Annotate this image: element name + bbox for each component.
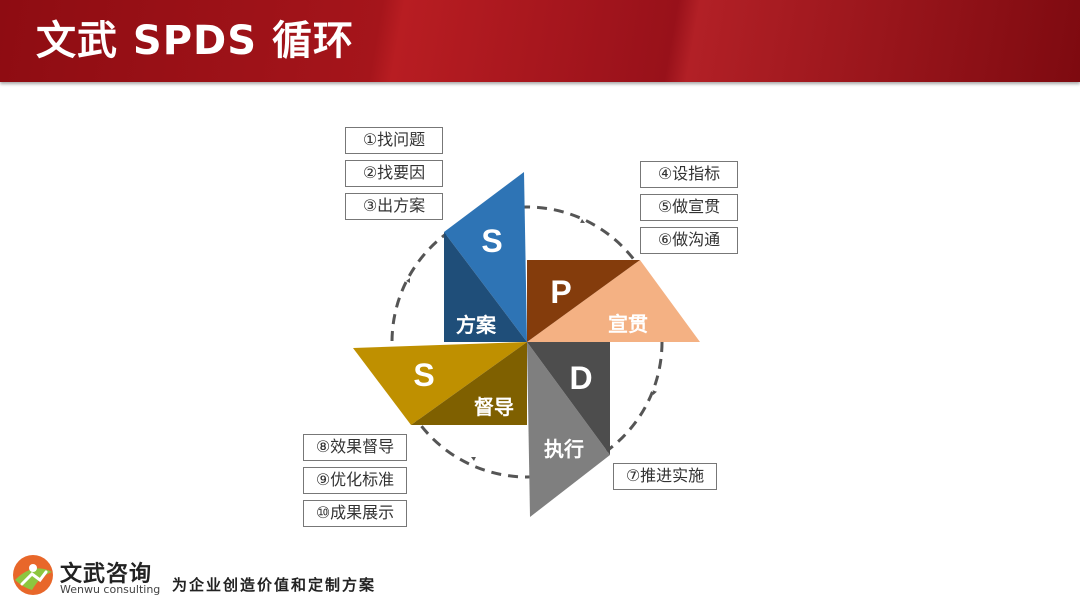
blade-s-plan-light [444,172,527,342]
step-box-make-plan: ③出方案 [345,193,443,220]
blade-p-promote-label: 宣贯 [608,312,648,336]
blade-s-supervise-light [353,342,527,425]
brand-subtitle: Wenwu consulting [60,583,161,596]
page-title: 文武 SPDS 循环 [36,18,354,64]
footer-slogan: 为企业创造价值和定制方案 [172,576,377,594]
blade-p-promote-light [527,260,700,342]
blade-s-supervise-dark [411,342,527,425]
blade-s-supervise-letter: S [413,357,434,393]
blade-s-plan-label: 方案 [456,313,497,337]
blade-s-plan-letter: S [481,223,502,259]
blade-p-promote-letter: P [550,274,571,310]
step-box-communicate: ⑥做沟通 [640,227,738,254]
header-bar: 文武 SPDS 循环 [0,0,1080,82]
blade-s-supervise-label: 督导 [474,395,514,419]
step-box-supervise-results: ⑧效果督导 [303,434,407,461]
brand-name: 文武咨询 [60,562,153,587]
blade-p-promote-dark [527,260,640,342]
blade-p-promote: P 宣贯 [527,260,700,342]
blade-s-plan: S 方案 [444,172,527,342]
step-box-find-cause: ②找要因 [345,160,443,187]
blade-d-execute: D 执行 [527,342,610,517]
step-box-show-results: ⑩成果展示 [303,500,407,527]
blade-d-execute-label: 执行 [544,437,584,461]
blade-d-execute-dark [527,342,610,455]
step-box-promote: ⑤做宣贯 [640,194,738,221]
blade-d-execute-light [527,342,610,517]
step-box-implement: ⑦推进实施 [613,463,717,490]
blade-s-plan-dark [444,232,527,342]
cycle-arrow-bottom [470,456,477,462]
blade-d-execute-letter: D [569,360,592,396]
blade-s-supervise: S 督导 [353,342,527,425]
company-logo-icon [13,555,53,595]
step-box-set-targets: ④设指标 [640,161,738,188]
step-box-find-problem: ①找问题 [345,127,443,154]
step-box-optimize-standards: ⑨优化标准 [303,467,407,494]
